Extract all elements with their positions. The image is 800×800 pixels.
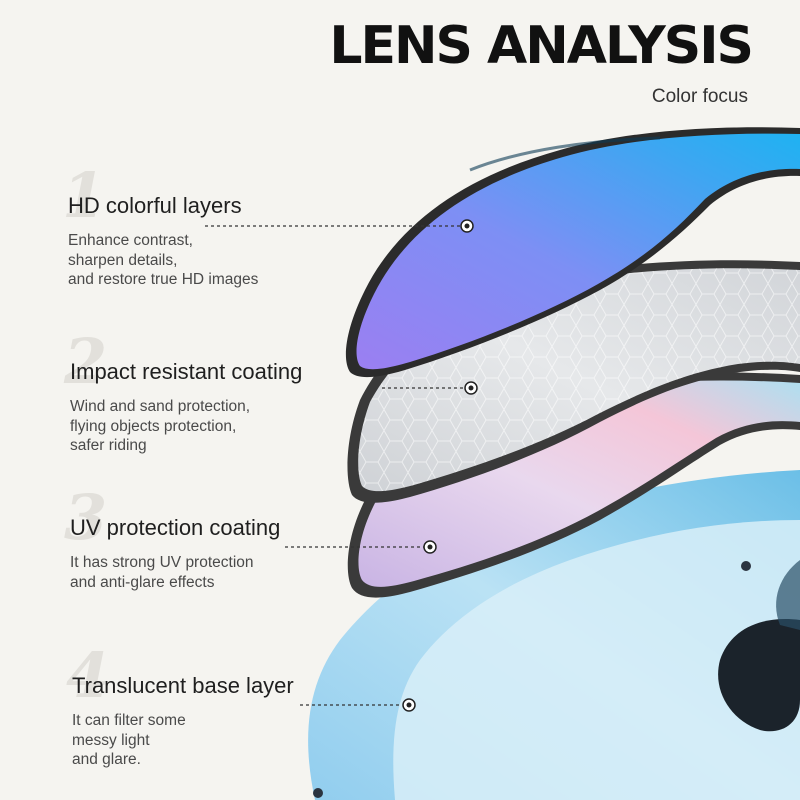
callout-leaders xyxy=(205,225,464,706)
feature-description: Enhance contrast, sharpen details, and r… xyxy=(68,232,259,288)
feature-description: Wind and sand protection, flying objects… xyxy=(70,398,251,454)
feature-number: 2 xyxy=(64,325,108,398)
feature-title: UV protection coating xyxy=(70,515,281,540)
feature-description: It has strong UV protection and anti-gla… xyxy=(70,554,254,591)
page-title: LENS ANALYSIS xyxy=(329,16,754,76)
feature-hd-colorful-layers: 1 HD colorful layers Enhance contrast, s… xyxy=(62,165,259,290)
feature-title: Impact resistant coating xyxy=(70,359,303,384)
feature-number: 3 xyxy=(64,481,108,554)
feature-title: HD colorful layers xyxy=(68,193,242,218)
feature-description: It can filter some messy light and glare… xyxy=(72,712,186,768)
page-subtitle: Color focus xyxy=(651,86,748,107)
feature-number: 1 xyxy=(62,159,106,232)
feature-title: Translucent base layer xyxy=(72,673,294,698)
feature-impact-resistant-coating: 2 Impact resistant coating Wind and sand… xyxy=(64,331,303,456)
feature-translucent-base-layer: 4 Translucent base layer It can filter s… xyxy=(66,645,294,770)
feature-uv-protection-coating: 3 UV protection coating It has strong UV… xyxy=(64,487,281,592)
hd-mirror-lens-layer xyxy=(345,127,800,378)
base-frame-layer xyxy=(308,470,800,800)
feature-number: 4 xyxy=(66,639,110,712)
